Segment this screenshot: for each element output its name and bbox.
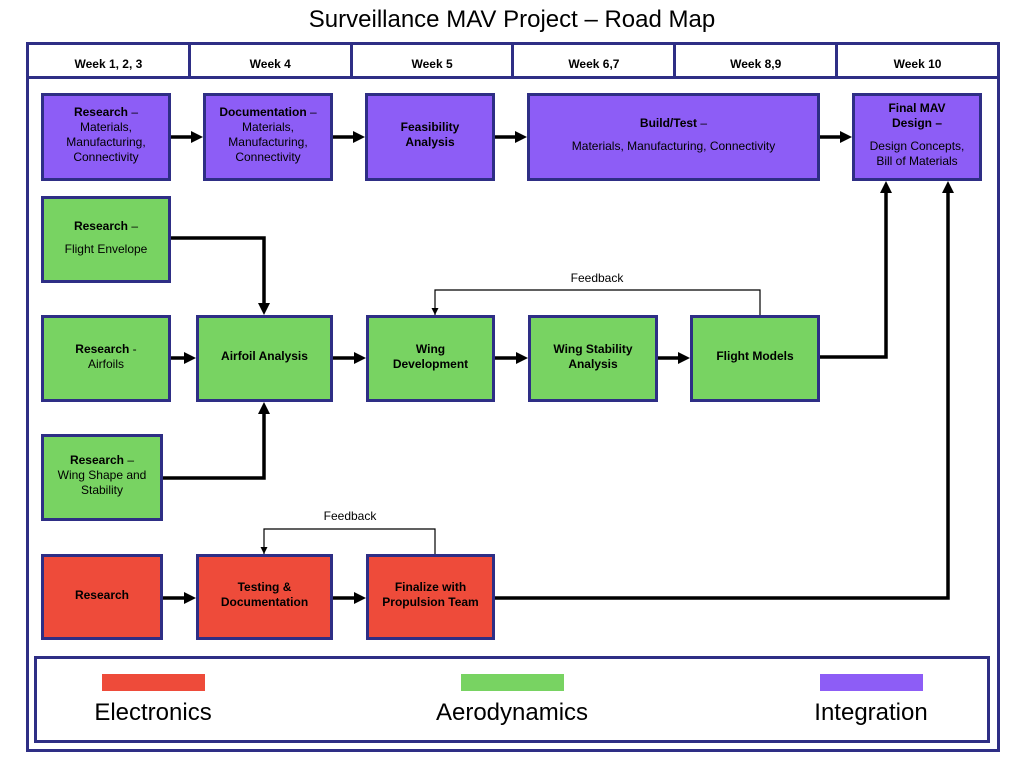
node-title-line: Testing & Documentation [209, 580, 320, 610]
legend-label-electronics: Electronics [94, 699, 212, 726]
legend-item-aerodynamics: Aerodynamics [412, 674, 612, 727]
node-title-dash: – [932, 116, 943, 130]
node-title-dash: – [124, 453, 135, 467]
node-title-line: Wing Development [382, 342, 479, 372]
page-title: Surveillance MAV Project – Road Map [308, 6, 716, 33]
node-title-dash: – [697, 116, 708, 130]
node-documentation: Documentation – Materials, Manufacturing… [203, 93, 333, 181]
week-column-header: Week 10 [893, 57, 942, 71]
node-final-mav-design: Final MAV Design – Design Concepts, Bill… [852, 93, 982, 181]
node-wing-stability-analysis: Wing Stability Analysis [528, 315, 658, 402]
node-title-line: Final MAV Design – [868, 101, 966, 131]
node-title: Build/Test [639, 116, 698, 130]
node-title-line: Build/Test – [640, 116, 707, 131]
node-title: Finalize with Propulsion Team [382, 580, 479, 609]
node-finalize-propulsion: Finalize with Propulsion Team [366, 554, 495, 640]
node-testing-documentation: Testing & Documentation [196, 554, 333, 640]
node-airfoil-analysis: Airfoil Analysis [196, 315, 333, 402]
node-title: Airfoil Analysis [221, 349, 308, 363]
node-title: Research [69, 453, 125, 467]
legend-item-integration: Integration [771, 674, 971, 727]
node-title-line: Research [75, 588, 129, 603]
node-title-dash: - [129, 341, 137, 356]
node-title: Research [75, 341, 130, 356]
node-title-line: Research – [74, 105, 138, 120]
feedback-label-electronics: Feedback [323, 509, 377, 523]
node-title-line: Research – [74, 219, 138, 234]
node-title-line: Wing Stability Analysis [541, 342, 645, 372]
node-title-line: Airfoil Analysis [221, 349, 308, 364]
node-title-dash: – [128, 105, 139, 119]
week-column-header: Week 5 [353, 45, 515, 76]
week-header-row: Week 1, 2, 3 Week 4 Week 5 Week 6,7 Week… [29, 45, 997, 79]
legend-label-aerodynamics: Aerodynamics [435, 699, 589, 726]
node-title-dash: – [128, 218, 139, 233]
node-title: Wing Stability Analysis [553, 341, 633, 371]
legend-swatch-integration [819, 674, 923, 691]
node-title-line: Research - [75, 342, 136, 357]
node-title: Research [73, 218, 129, 233]
node-flight-models: Flight Models [690, 315, 820, 402]
node-title: Research [73, 105, 129, 119]
node-research-flight-envelope: Research – Flight Envelope [41, 196, 171, 283]
legend-swatch-aerodynamics [460, 674, 564, 691]
node-description: Flight Envelope [64, 241, 148, 256]
node-title: Documentation [219, 105, 307, 119]
node-description: Materials, Manufacturing, Connectivity [228, 120, 308, 164]
node-description: Wing Shape and Stability [57, 468, 147, 497]
node-title: Research [74, 587, 130, 602]
week-column-header: Week 8,9 [676, 45, 839, 76]
node-title: Testing & Documentation [220, 580, 309, 609]
week-column-header: Week 4 [191, 45, 353, 76]
week-column-header: Week 6,7 [514, 45, 677, 76]
node-title: Wing Development [392, 341, 469, 371]
node-title-line: Feasibility Analysis [378, 120, 482, 150]
node-title-line: Flight Models [716, 349, 793, 364]
node-build-test: Build/Test – Materials, Manufacturing, C… [527, 93, 820, 181]
node-description: Materials, Manufacturing, Connectivity [571, 139, 776, 153]
week-column-header: Week 1, 2, 3 [29, 45, 191, 76]
node-wing-development: Wing Development [366, 315, 495, 402]
node-title: Flight Models [716, 349, 794, 363]
legend-item-electronics: Electronics [53, 674, 253, 727]
node-description: Airfoils [87, 356, 124, 371]
node-feasibility-analysis: Feasibility Analysis [365, 93, 495, 181]
node-description: Design Concepts, Bill of Materials [869, 139, 965, 168]
node-research-wing-shape: Research – Wing Shape and Stability [41, 434, 163, 521]
node-title-dash: – [306, 105, 317, 119]
legend-label-integration: Integration [814, 699, 928, 726]
node-description: Materials, Manufacturing, Connectivity [66, 120, 146, 164]
legend: Electronics Aerodynamics Integration [34, 656, 990, 743]
node-title-line: Research – [70, 453, 134, 468]
node-title: Final MAV Design [888, 101, 946, 130]
node-research-materials: Research – Materials, Manufacturing, Con… [41, 93, 171, 181]
node-research-electronics: Research [41, 554, 163, 640]
node-research-airfoils: Research - Airfoils [41, 315, 171, 402]
feedback-label-aerodynamics: Feedback [570, 271, 624, 285]
node-title-line: Finalize with Propulsion Team [379, 580, 482, 610]
node-title: Feasibility Analysis [400, 120, 460, 149]
legend-swatch-electronics [101, 674, 205, 691]
node-title-line: Documentation – [219, 105, 316, 120]
roadmap-frame: Week 1, 2, 3 Week 4 Week 5 Week 6,7 Week… [26, 42, 1000, 752]
